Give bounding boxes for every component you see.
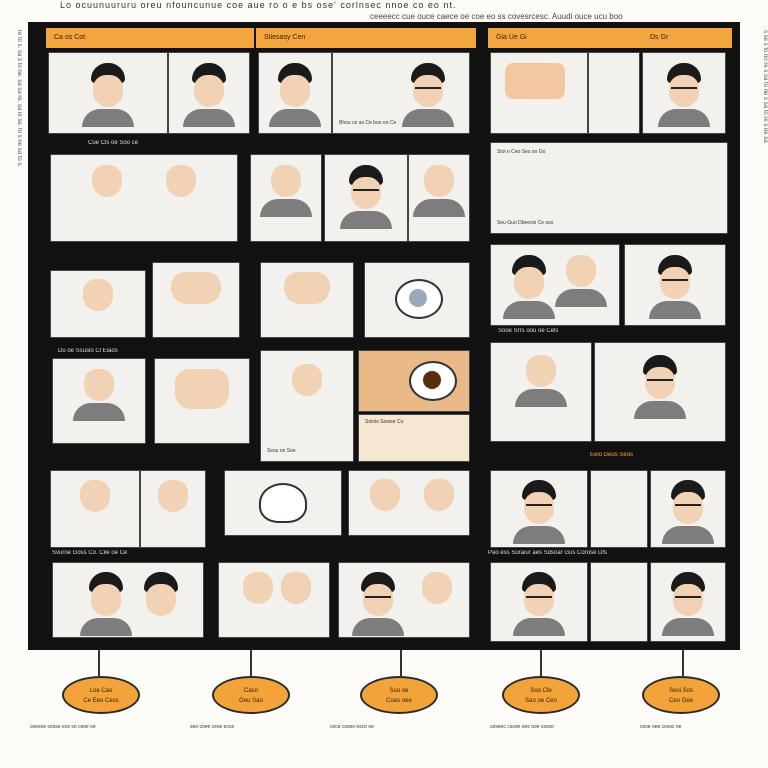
connector-4: [540, 650, 542, 676]
panel-r2-1: [50, 154, 238, 242]
caption-7: Ssou oe Soe: [267, 448, 296, 454]
panel-r2-5: Stoi o Ceo Ses oo Go Seu Guo Dbeesis Ce …: [490, 142, 728, 234]
panel-r4-3: Ssou oe Soe: [260, 350, 354, 462]
panel-r3-1: [50, 270, 146, 338]
footer-text-1: ceesoe cesso ece so cese oe: [30, 724, 96, 730]
bubble-3-line-1: Suo oe: [389, 688, 409, 694]
panel-r6-5: [590, 562, 648, 642]
panel-r1-2: [168, 52, 250, 134]
panel-r1-7: [642, 52, 726, 134]
panel-r3-5: [490, 244, 620, 326]
footer-text-5: cese oee cessc oe: [640, 724, 682, 730]
panel-r1-3: [258, 52, 332, 134]
caption-4: Seu Guo Dbeesis Ce oso: [497, 220, 554, 226]
panel-r4-2: [154, 358, 250, 444]
panel-r3-2: [152, 262, 240, 338]
caption-10: Svuroe Goss Co. Cile oe Ce: [52, 550, 128, 556]
bubble-5-line-2: Ceo Gee: [668, 698, 693, 704]
summary-bubble-5: Seoi Sos Ceo Gee: [642, 676, 720, 714]
panel-r5-3: [224, 470, 342, 536]
left-margin-notes: re to s. sa s to ne. sa sa re. sa le se.…: [16, 30, 22, 168]
panel-r4-4: [358, 350, 470, 412]
summary-bubble-1: Loe Cao Ce Eeo Cess: [62, 676, 140, 714]
section-bar-2: Stiesasy Cen: [256, 28, 476, 48]
summary-bubble-3: Suo oe Coes oee: [360, 676, 438, 714]
header-subtext: ceeeecc cue ouce caece oe coe eo ss cove…: [370, 12, 623, 21]
section-bar-3: Gia Ue Gi: [488, 28, 646, 48]
bubble-1-line-1: Loe Cao: [89, 688, 113, 694]
caption-11: Pao ess Suraiur aes Sdsoar Gus Corose Df…: [488, 550, 608, 556]
caption-1: Bhou ce as Ce boo oo Ce: [339, 120, 397, 126]
bubble-2-line-1: Caso: [243, 688, 258, 694]
connector-1: [98, 650, 100, 676]
caption-8: Soiolo Sosiee Co: [365, 419, 404, 425]
panel-r1-6: [588, 52, 640, 134]
summary-bubble-2: Caso Geu Sao: [212, 676, 290, 714]
panel-r5-1: [50, 470, 140, 548]
panel-r5-6: [590, 470, 648, 548]
panel-r1-1: [48, 52, 168, 134]
connector-5: [682, 650, 684, 676]
panel-r1-4: Bhou ce as Ce boo oo Ce: [332, 52, 470, 134]
bubble-3-line-2: Coes oee: [386, 698, 412, 704]
header-text: Lo ocuunuururu oreu nfouncunue coe aue r…: [60, 0, 457, 10]
footer-text-2: seo coee cese ecce: [190, 724, 235, 730]
caption-3: Stoi o Ceo Ses oo Go: [497, 149, 546, 155]
panel-r5-5: [490, 470, 588, 548]
right-margin-notes: s se s to no re s sa to ne s sa to re s …: [762, 30, 768, 143]
panel-r5-7: [650, 470, 726, 548]
panel-r3-3: [260, 262, 354, 338]
caption-5: Sooe Srrs oou oe Cels: [498, 328, 559, 334]
bubble-2-line-2: Geu Sao: [239, 698, 263, 704]
panel-r5-4: [348, 470, 470, 536]
summary-bubble-4: Soo Cle Sao oe Ceo: [502, 676, 580, 714]
connector-2: [250, 650, 252, 676]
panel-r6-2: [218, 562, 330, 638]
footer-text-4: ceseec cssoe oes ooe cesso: [490, 724, 554, 730]
bubble-4-line-2: Sao oe Ceo: [525, 698, 557, 704]
panel-r5-2: [140, 470, 206, 548]
panel-r2-2: [250, 154, 322, 242]
connector-3: [400, 650, 402, 676]
panel-r4-7: [594, 342, 726, 442]
panel-r4-5: Soiolo Sosiee Co: [358, 414, 470, 462]
panel-r4-1: [52, 358, 146, 444]
bubble-4-line-1: Soo Cle: [530, 688, 552, 694]
caption-6: Du oe Ssuslo Cl Elaos: [58, 348, 118, 354]
panel-r6-3: [338, 562, 470, 638]
caption-9: Eelo Deus Seos: [590, 452, 634, 458]
bubble-5-line-1: Seoi Sos: [668, 688, 693, 694]
panel-r6-6: [650, 562, 726, 642]
section-bar-4: Ds Gr: [642, 28, 732, 48]
section-bar-1: Ca os Cot: [46, 28, 254, 48]
panel-r4-6: [490, 342, 592, 442]
bubble-1-line-2: Ce Eeo Cess: [83, 698, 119, 704]
storyboard-board: Ca os Cot Stiesasy Cen Gia Ue Gi Ds Gr B…: [28, 22, 740, 650]
footer-text-3: cece csseo esco oe: [330, 724, 374, 730]
panel-r6-4: [490, 562, 588, 642]
panel-r2-4: [408, 154, 470, 242]
panel-r3-4: [364, 262, 470, 338]
panel-r3-6: [624, 244, 726, 326]
caption-2: Cue Cls oe Soo ce: [88, 140, 139, 146]
panel-r1-5: [490, 52, 588, 134]
panel-r6-1: [52, 562, 204, 638]
panel-r2-3: [324, 154, 408, 242]
